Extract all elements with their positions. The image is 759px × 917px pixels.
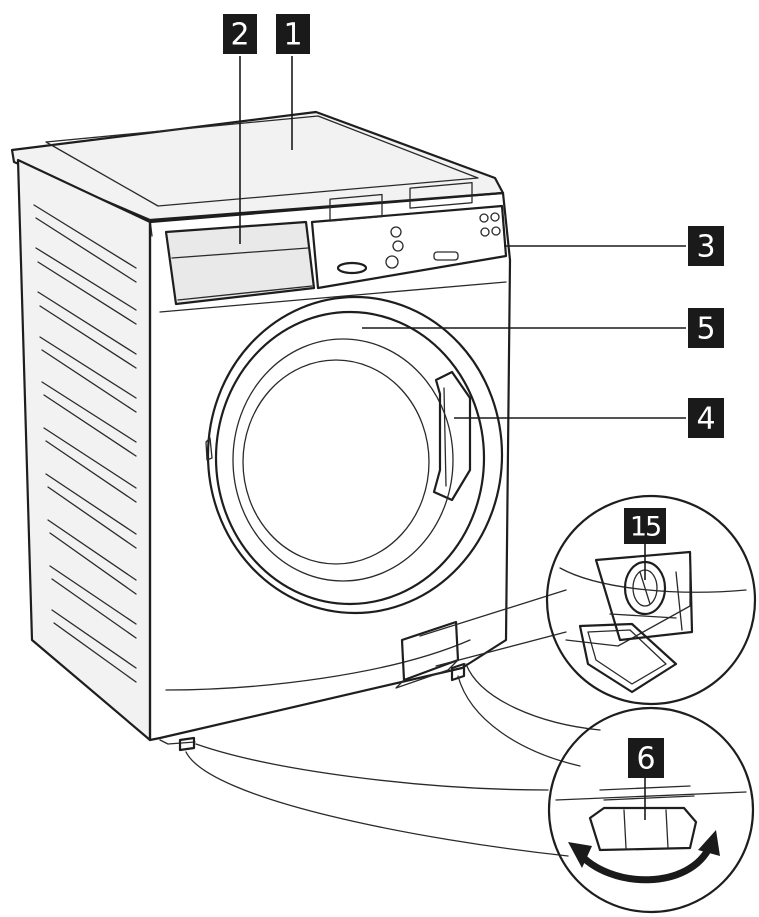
- program-display: [310, 182, 508, 290]
- callout-15: 15: [624, 508, 666, 544]
- callout-2: 2: [223, 14, 257, 54]
- side-vents: [33, 204, 137, 683]
- adjustable-foot: [588, 806, 698, 852]
- callout-5: 5: [688, 308, 724, 348]
- callout-1: 1: [276, 14, 310, 54]
- adjustable-foot-detail: [547, 706, 755, 914]
- callout-3: 3: [688, 226, 724, 266]
- control-panel: [164, 182, 508, 306]
- callout-5-label: 5: [696, 312, 715, 347]
- callout-6-label: 6: [636, 742, 655, 777]
- door: [205, 295, 504, 615]
- callout-1-label: 1: [283, 18, 302, 53]
- callout-4-label: 4: [696, 402, 715, 437]
- callout-15-label: 15: [630, 512, 660, 543]
- callout-2-label: 2: [230, 18, 249, 53]
- callout-6: 6: [628, 738, 664, 778]
- callout-leaders: [239, 56, 686, 820]
- callout-3-label: 3: [696, 230, 715, 265]
- machine-feet: [178, 662, 466, 752]
- callout-4: 4: [688, 398, 724, 438]
- detergent-drawer: [164, 220, 316, 306]
- left-side-panel: [16, 158, 152, 742]
- washing-machine-illustration: [10, 110, 512, 752]
- zoom-connectors: [185, 589, 601, 857]
- rotate-arrow-icon: [568, 830, 720, 884]
- door-handle: [432, 370, 472, 502]
- filter-flap: [395, 620, 460, 689]
